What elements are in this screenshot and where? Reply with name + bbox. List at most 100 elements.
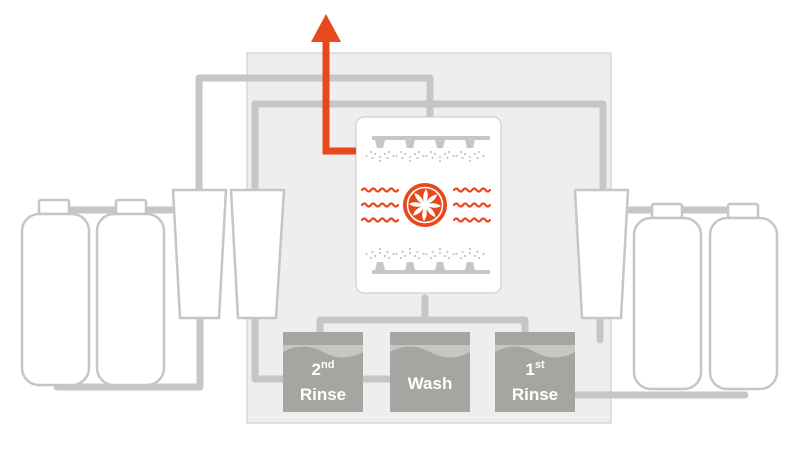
spray-droplet bbox=[477, 150, 481, 154]
spray-droplet bbox=[371, 250, 374, 254]
nozzle-body bbox=[405, 140, 415, 148]
spray-droplet bbox=[413, 152, 417, 156]
spray-droplet bbox=[373, 254, 377, 258]
spray-droplet bbox=[433, 254, 437, 258]
up-arrow-icon bbox=[311, 14, 356, 155]
spray-droplet bbox=[425, 154, 428, 158]
nozzle-body bbox=[375, 140, 385, 148]
spray-droplet bbox=[425, 252, 428, 256]
spray-droplet bbox=[403, 254, 407, 258]
bottle-cap bbox=[726, 202, 760, 220]
spray-droplet bbox=[476, 156, 479, 160]
spray-droplet bbox=[401, 156, 404, 160]
spray-droplet bbox=[395, 154, 398, 158]
spray-droplet bbox=[452, 154, 455, 158]
bottle-cap bbox=[114, 198, 148, 216]
spray-droplet bbox=[369, 150, 373, 154]
tank-wash: Wash bbox=[390, 332, 470, 412]
bottle-body bbox=[708, 216, 779, 391]
spray-droplet bbox=[378, 159, 382, 163]
spray-droplet bbox=[416, 250, 419, 254]
top-spray-nozzles bbox=[365, 140, 485, 163]
spray-droplet bbox=[447, 150, 451, 154]
spray-droplet bbox=[383, 152, 387, 156]
pipe-rinse2-feed bbox=[251, 314, 287, 383]
fan-ring bbox=[406, 186, 444, 224]
spray-droplet bbox=[438, 159, 442, 163]
pipe-top-inner bbox=[251, 100, 607, 194]
spray-droplet bbox=[401, 250, 404, 254]
heat-wave-icon bbox=[452, 202, 492, 208]
spray-droplet bbox=[365, 252, 368, 256]
spray-nozzle-icon bbox=[425, 247, 455, 270]
spray-droplet bbox=[473, 152, 477, 156]
spray-droplet bbox=[429, 256, 433, 260]
spray-droplet bbox=[446, 250, 449, 254]
spray-droplet bbox=[387, 150, 391, 154]
spray-droplet bbox=[365, 154, 368, 158]
spray-droplet bbox=[399, 150, 403, 154]
spray-droplet bbox=[408, 155, 412, 159]
spray-droplet bbox=[443, 152, 447, 156]
heat-wave-icon bbox=[360, 202, 400, 208]
spray-droplet bbox=[403, 152, 407, 156]
spray-nozzle-icon bbox=[425, 140, 455, 163]
spray-droplet bbox=[408, 247, 412, 251]
tank-body bbox=[390, 332, 470, 412]
spray-droplet bbox=[408, 159, 412, 163]
spray-droplet bbox=[433, 152, 437, 156]
bottom-spray-manifold bbox=[365, 247, 490, 274]
filter-cartridge-3 bbox=[573, 188, 630, 320]
spray-droplet bbox=[387, 256, 391, 260]
spray-droplet bbox=[447, 256, 451, 260]
spray-droplet bbox=[459, 150, 463, 154]
spray-droplet bbox=[438, 155, 442, 159]
tank-wave bbox=[283, 345, 363, 358]
heat-waves bbox=[360, 187, 492, 223]
top-spray-manifold bbox=[365, 136, 490, 163]
spray-nozzle-icon bbox=[365, 247, 395, 270]
spray-droplet bbox=[417, 150, 421, 154]
spray-droplet bbox=[371, 156, 374, 160]
filter-cartridge-1 bbox=[171, 188, 228, 320]
exhaust-arrowhead bbox=[311, 14, 341, 42]
spray-droplet bbox=[476, 250, 479, 254]
tank-wave bbox=[390, 345, 470, 358]
spray-droplet bbox=[455, 252, 458, 256]
spray-droplet bbox=[369, 256, 373, 260]
filter-cartridge-2 bbox=[229, 188, 286, 320]
nozzle-body bbox=[435, 140, 445, 148]
fan-hub bbox=[420, 200, 430, 210]
spray-nozzle-icon bbox=[455, 140, 485, 163]
tank-label-line2: Rinse bbox=[300, 385, 346, 404]
spray-droplet bbox=[468, 247, 472, 251]
top-spray-bar bbox=[372, 136, 490, 140]
spray-droplet bbox=[473, 254, 477, 258]
bottle-body bbox=[95, 212, 166, 387]
spray-droplet bbox=[482, 252, 485, 256]
spray-droplet bbox=[383, 254, 387, 258]
heat-wave-icon bbox=[452, 217, 492, 223]
tank-first-rinse: 1st Rinse bbox=[495, 332, 575, 412]
spray-droplet bbox=[461, 250, 464, 254]
chemical-bottle-4 bbox=[708, 202, 779, 391]
spray-droplet bbox=[463, 152, 467, 156]
spray-droplet bbox=[392, 252, 395, 256]
spray-nozzle-icon bbox=[365, 140, 395, 163]
spray-droplet bbox=[386, 250, 389, 254]
spray-droplet bbox=[482, 154, 485, 158]
pipe-bottom-outer bbox=[53, 314, 204, 391]
spray-droplet bbox=[443, 254, 447, 258]
spray-droplet bbox=[378, 251, 382, 255]
spray-droplet bbox=[455, 154, 458, 158]
spray-nozzle-icon bbox=[455, 247, 485, 270]
spray-droplet bbox=[422, 252, 425, 256]
spray-droplet bbox=[399, 256, 403, 260]
spray-droplet bbox=[431, 250, 434, 254]
heat-wave-icon bbox=[360, 217, 400, 223]
pipe-network bbox=[53, 74, 749, 399]
spray-droplet bbox=[468, 159, 472, 163]
fan-icon bbox=[403, 183, 447, 227]
spray-droplet bbox=[422, 154, 425, 158]
